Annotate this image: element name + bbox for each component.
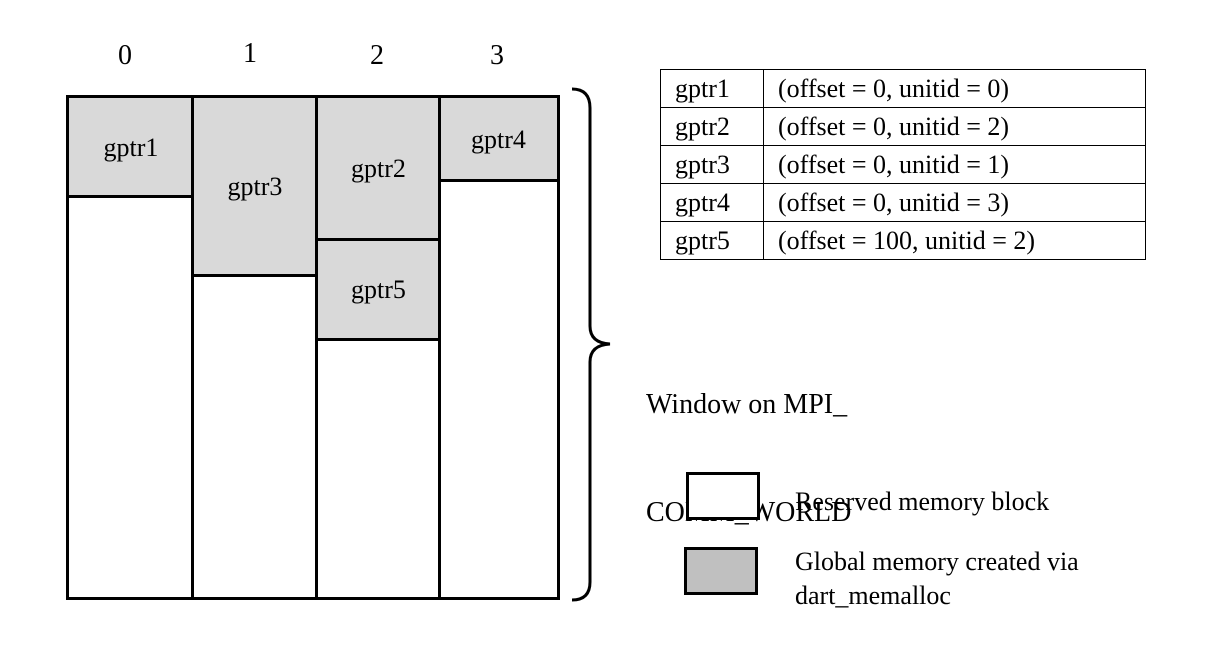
block-gptr3-label: gptr3 [227, 172, 283, 201]
legend-global-label-line1: Global memory created via [795, 547, 1079, 576]
column-label-3: 3 [490, 40, 504, 71]
block-divider [193, 274, 317, 277]
legend-global-label: Global memory created via dart_memalloc [795, 545, 1079, 613]
table-cell-name: gptr2 [660, 107, 764, 146]
block-gptr1-label: gptr1 [103, 132, 159, 162]
block-divider [317, 238, 440, 241]
legend-global-swatch [684, 547, 758, 595]
table-cell-name: gptr4 [660, 183, 764, 222]
block-gptr3: gptr3 [193, 98, 317, 276]
column-divider [191, 98, 194, 597]
block-gptr2-label: gptr2 [351, 154, 406, 183]
table-cell-value: (offset = 100, unitid = 2) [763, 221, 1146, 260]
table-row: gptr1 (offset = 0, unitid = 0) [660, 69, 1146, 108]
block-divider [317, 338, 440, 341]
legend-reserved-label: Reserved memory block [795, 487, 1050, 516]
table-row: gptr5 (offset = 100, unitid = 2) [660, 221, 1146, 260]
block-gptr4: gptr4 [440, 98, 557, 181]
window-label-line1: Window on MPI_ [646, 389, 848, 420]
table-row: gptr3 (offset = 0, unitid = 1) [660, 145, 1146, 184]
block-gptr5: gptr5 [317, 240, 440, 340]
table-cell-value: (offset = 0, unitid = 0) [763, 69, 1146, 108]
block-gptr5-label: gptr5 [351, 275, 406, 304]
table-cell-name: gptr1 [660, 69, 764, 108]
block-divider [440, 179, 557, 182]
column-divider [438, 98, 441, 597]
column-label-2: 2 [370, 40, 384, 71]
block-divider [69, 195, 193, 198]
table-row: gptr4 (offset = 0, unitid = 3) [660, 183, 1146, 222]
column-label-1: 1 [243, 38, 257, 69]
table-cell-value: (offset = 0, unitid = 2) [763, 107, 1146, 146]
memory-grid: gptr1 gptr3 gptr2 gptr5 gptr4 [66, 95, 560, 600]
legend-global-label-line2: dart_memalloc [795, 581, 951, 610]
window-label: Window on MPI_ COMM_WORLD [646, 315, 851, 567]
table-cell-name: gptr5 [660, 221, 764, 260]
column-divider [315, 98, 318, 597]
table-cell-name: gptr3 [660, 145, 764, 184]
table-cell-value: (offset = 0, unitid = 1) [763, 145, 1146, 184]
block-gptr1: gptr1 [69, 98, 193, 197]
column-label-0: 0 [118, 40, 132, 71]
table-cell-value: (offset = 0, unitid = 3) [763, 183, 1146, 222]
brace-icon [571, 87, 611, 602]
legend-reserved-swatch [686, 472, 760, 520]
gptr-table: gptr1 (offset = 0, unitid = 0) gptr2 (of… [660, 69, 1146, 260]
block-gptr2: gptr2 [317, 98, 440, 240]
block-gptr4-label: gptr4 [471, 124, 526, 154]
table-row: gptr2 (offset = 0, unitid = 2) [660, 107, 1146, 146]
